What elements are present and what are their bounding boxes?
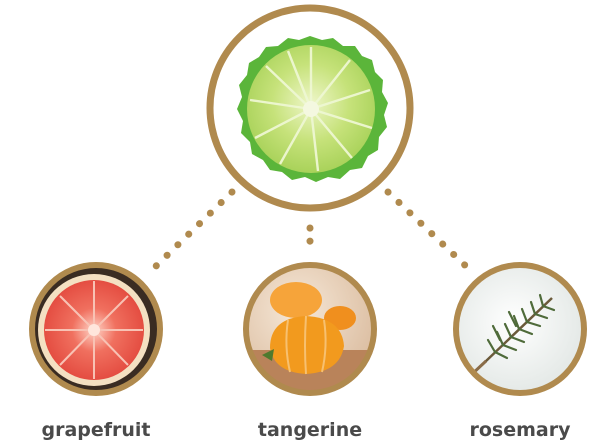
tangerine-label: tangerine [235, 418, 385, 442]
connector-rosemary [388, 192, 470, 270]
tangerine-icon [246, 265, 374, 395]
grapefruit-icon [30, 263, 162, 395]
grapefruit-label: grapefruit [21, 418, 171, 442]
connector-grapefruit [152, 192, 232, 270]
bergamot-lime-icon [210, 8, 410, 208]
rosemary-icon [456, 265, 584, 393]
rosemary-label: rosemary [445, 418, 595, 442]
